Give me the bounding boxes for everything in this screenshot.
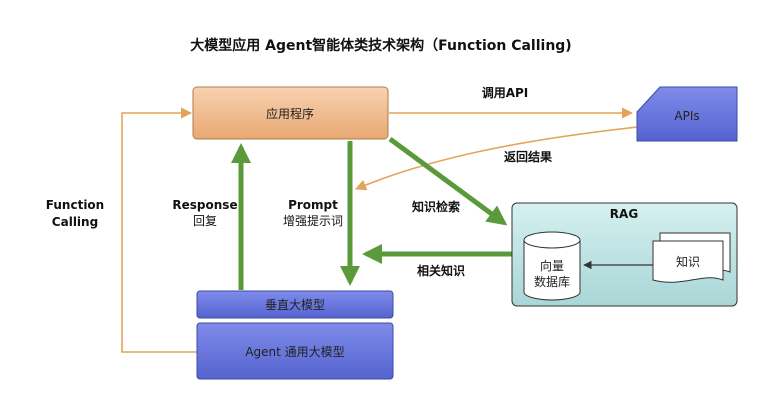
agent-model-node <box>196 322 394 380</box>
function-calling-label-1: Function <box>46 198 104 212</box>
rag-label: RAG <box>610 207 638 221</box>
vertical-model-label: 垂直大模型 <box>265 298 325 312</box>
function-calling-label-2: Calling <box>52 215 98 229</box>
response-label-zh: 回复 <box>193 214 217 228</box>
knowledge-retrieval-arrow <box>388 136 508 226</box>
vertical-model-node <box>196 290 394 319</box>
knowledge-doc-node <box>652 232 731 283</box>
function-calling-arrow <box>121 107 197 353</box>
knowledge-retrieval-label: 知识检索 <box>411 199 460 214</box>
related-knowledge-label: 相关知识 <box>417 263 465 278</box>
agent-model-label: Agent 通用大模型 <box>245 345 344 359</box>
apis-node <box>636 86 738 142</box>
vector-db-label-1: 向量 <box>540 258 564 273</box>
apis-node-label: APIs <box>674 109 699 123</box>
vector-db-label-2: 数据库 <box>534 274 570 289</box>
return-result-label: 返回结果 <box>504 149 552 164</box>
app-node-label: 应用程序 <box>266 106 314 121</box>
prompt-label-zh: 增强提示词 <box>283 213 343 228</box>
diagram-title: 大模型应用 Agent智能体类技术架构（Function Calling) <box>190 37 571 54</box>
response-label-en: Response <box>172 198 237 212</box>
vector-db-node <box>523 231 581 301</box>
call-api-label: 调用API <box>482 86 529 100</box>
app-node <box>192 86 389 140</box>
prompt-label-en: Prompt <box>288 198 338 212</box>
return-result-arrow <box>354 126 639 191</box>
knowledge-doc-label: 知识 <box>676 255 700 269</box>
